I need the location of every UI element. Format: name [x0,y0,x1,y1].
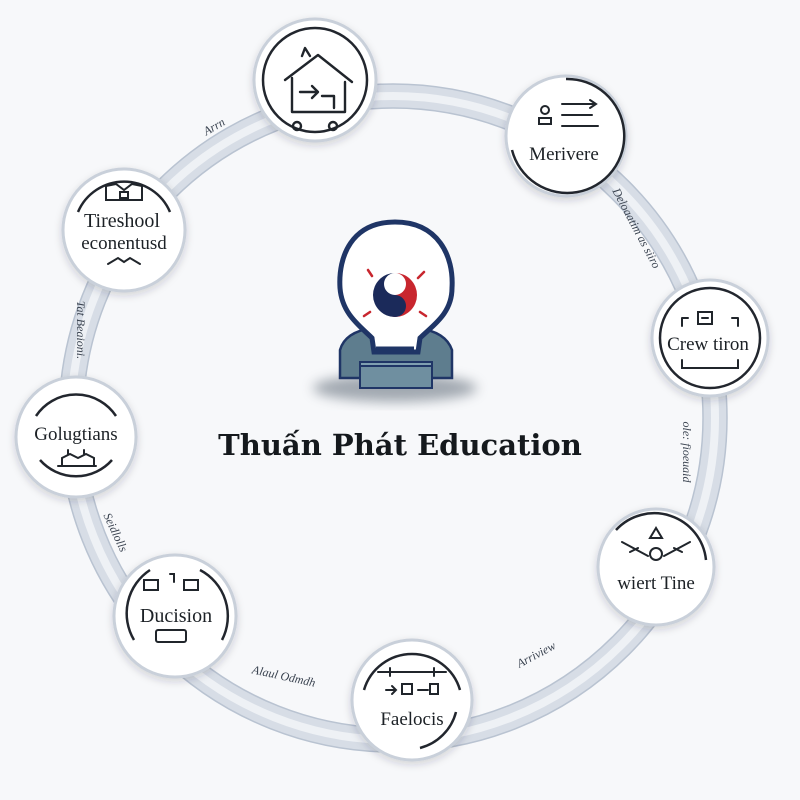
hands-icon [57,449,97,467]
connector-label-7: Tat Beaioni. [74,301,88,359]
flag-grid-icon [681,311,739,369]
node-bottom-right[interactable] [596,507,716,627]
connector-label-3: ole: fioeuaid [680,422,694,484]
node-label-econentusd: econentusd [81,233,167,254]
node-top[interactable] [252,17,378,143]
node-label-golugtians: Golugtians [34,424,117,445]
node-label-crew-tiron: Crew tiron [667,334,749,355]
path-triangle-icon [621,526,691,561]
node-label-wiert-tine: wiert Tine [617,573,695,594]
center-title: Thuấn Phát Education [218,428,582,462]
node-left[interactable] [14,375,138,499]
connector-label-4: Arriview [513,638,558,671]
arrow-grid-icon [377,667,447,695]
node-bottom[interactable] [350,638,474,762]
node-label-ducision: Ducision [140,605,212,627]
node-label-merivere: Merivere [529,144,599,165]
node-top-right[interactable] [504,74,628,198]
connector-label-5: Alaul Odmdh [250,662,317,689]
boxes-icon [143,573,199,643]
lightbulb-yin-yang-icon [313,219,477,402]
node-label-faelocis: Faelocis [380,709,443,730]
house-cart-icon [283,46,354,132]
node-label-tireshool: Tireshool [84,210,160,232]
shirt-icon [105,182,143,265]
node-top-left[interactable] [61,167,187,293]
person-arrows-icon [538,99,599,127]
